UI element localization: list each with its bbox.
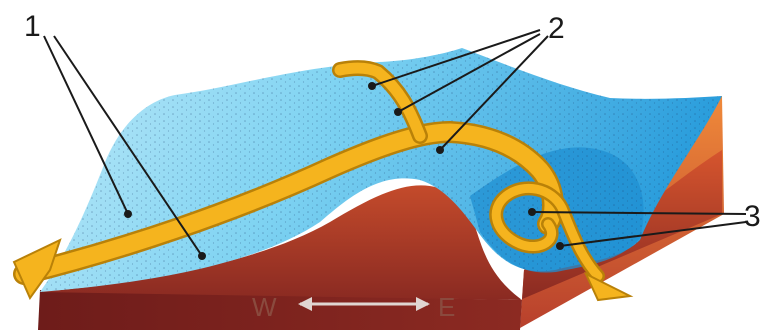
label-3: 3	[744, 200, 761, 233]
direction-west: W	[252, 292, 277, 322]
direction-east: E	[438, 292, 455, 322]
label-1: 1	[24, 10, 41, 43]
label-2: 2	[548, 12, 565, 45]
